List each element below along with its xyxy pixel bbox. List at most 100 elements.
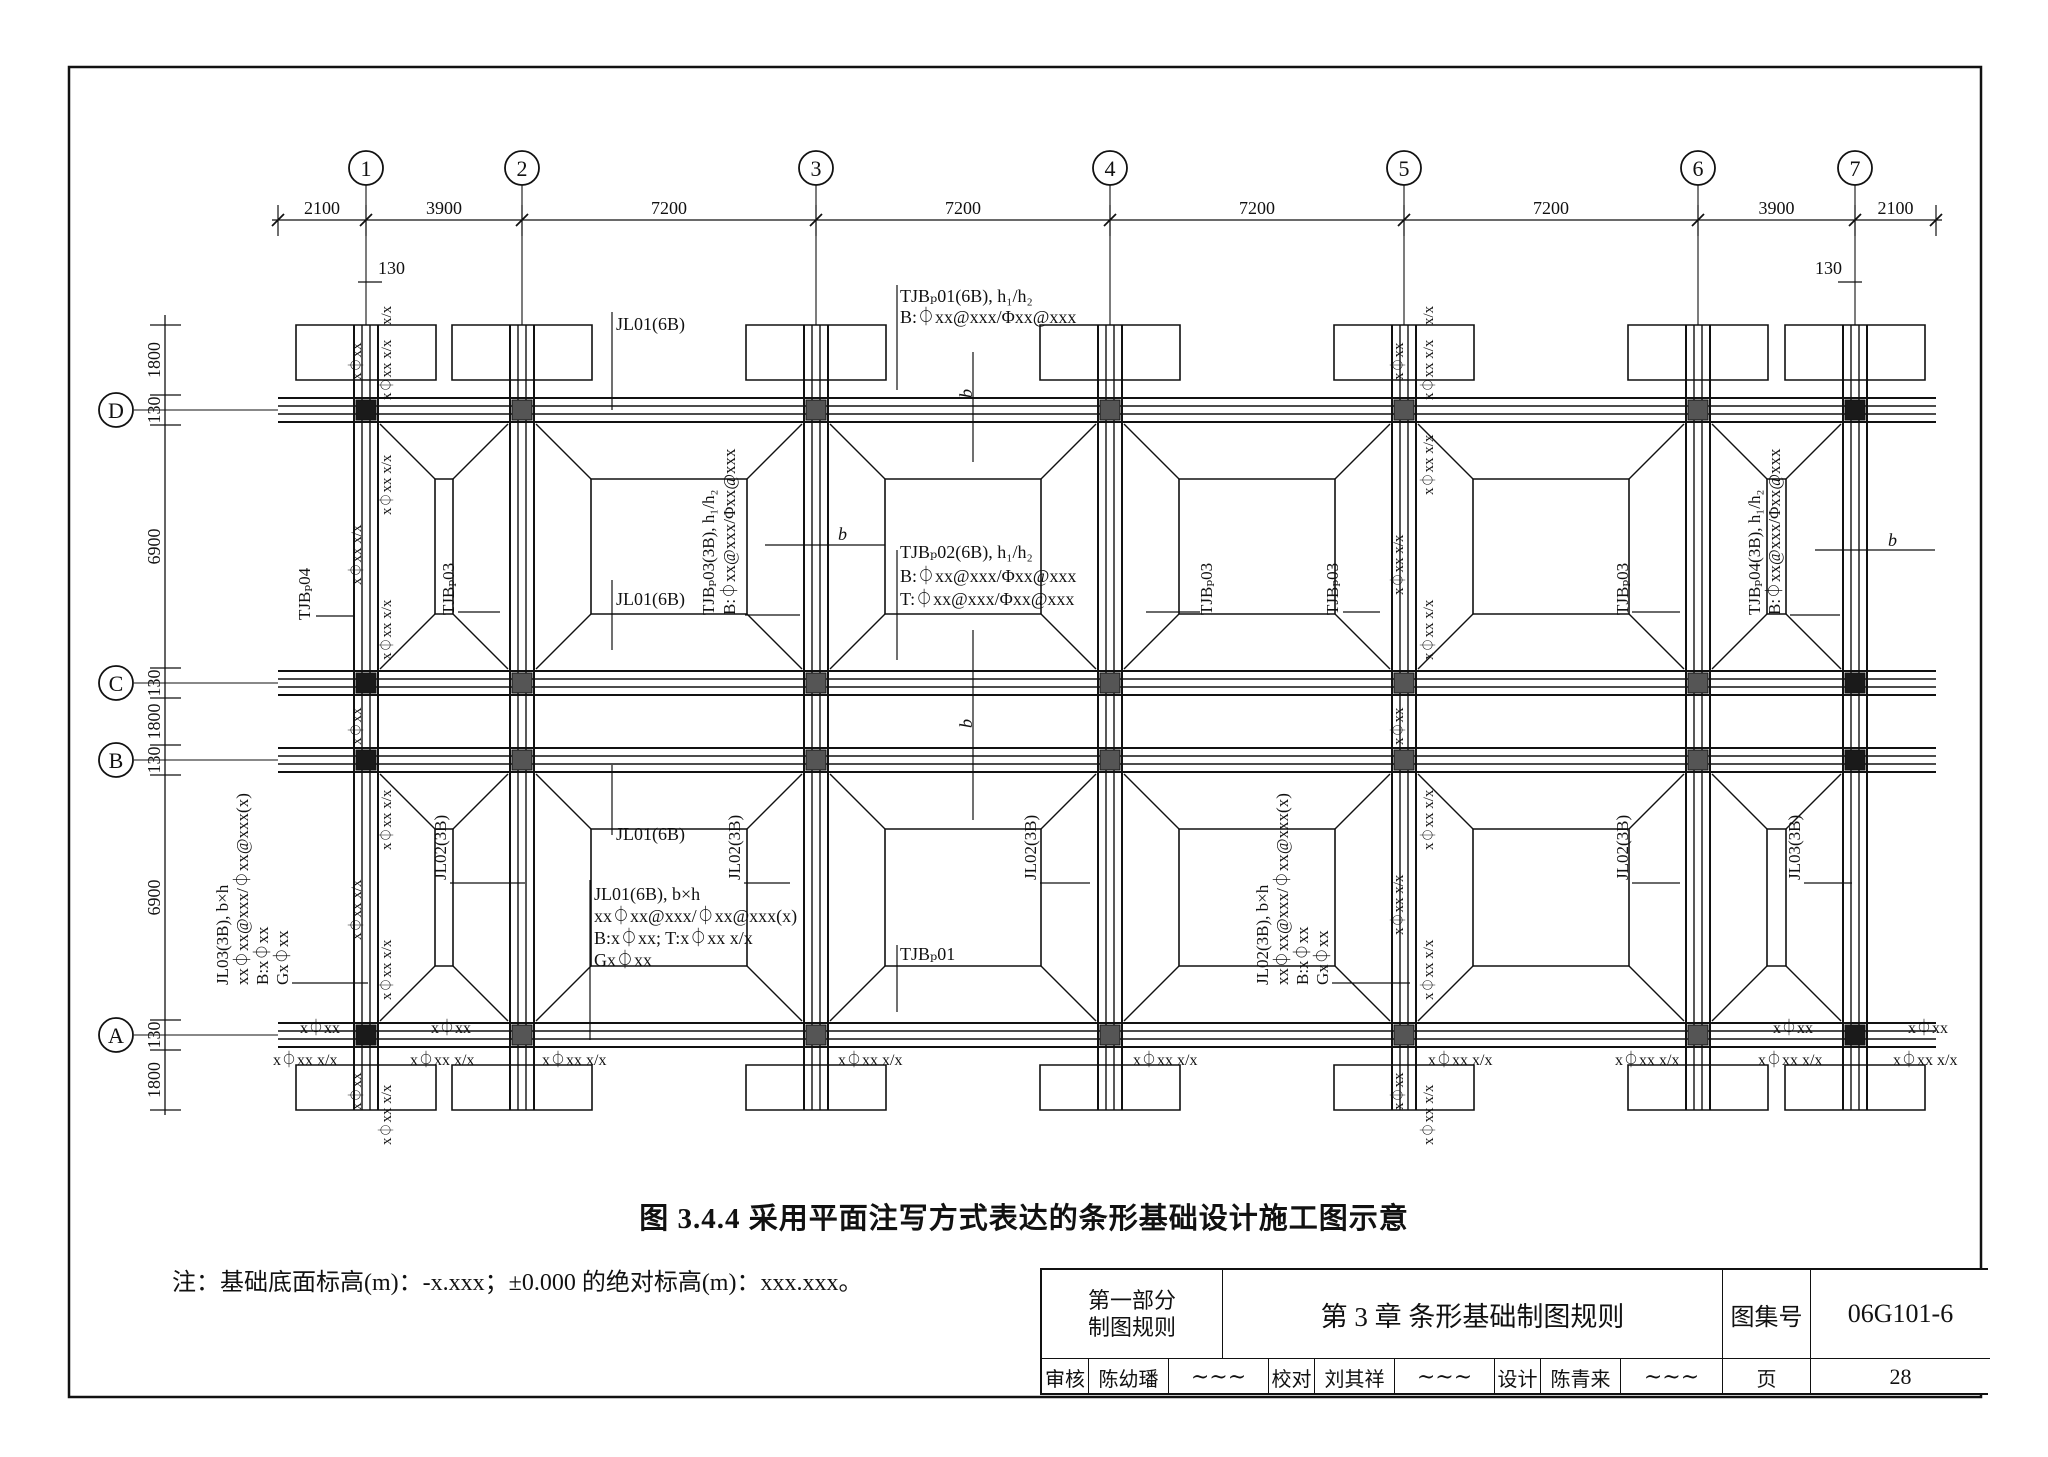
haunch-line-1-1-0 [535,773,592,830]
slab-panel-5-1 [1766,828,1787,967]
tjbp02-label: TJBₚ02(6B), h₁/h₂ [900,542,1033,563]
haunch-line-3-1-2 [1123,965,1180,1022]
tjbp04-v-label: TJBₚ04(3B), h₁/h₂ [1745,490,1764,615]
axis-label-col-4: 4 [1105,156,1116,181]
tjbp03-label-4: TJBₚ03 [1613,563,1632,615]
part-cell: 第一部分 制图规则 [1042,1270,1222,1358]
haunch-line-0-0-1 [452,423,509,480]
rein-v18: x⏀xx x/x [1419,789,1437,850]
jl01-spec-3: B:x⏀xx; T:x⏀xx x/x [594,927,753,948]
haunch-line-5-1-0 [1711,773,1768,830]
dim-value-top-3: 7200 [945,198,981,218]
title-block: 第一部分 制图规则 第 3 章 条形基础制图规则 图集号 06G101-6 审核… [1040,1268,1990,1395]
rein-a3: x⏀xx [1773,1018,1813,1037]
dim-value-left-8: 1800 [144,1062,164,1098]
axis-bubble-col-7 [1837,150,1873,186]
column-6-2 [1844,749,1866,771]
stub-top-0 [295,324,437,381]
b-marker-1: b [956,389,976,398]
haunch-line-2-0-3 [1040,613,1097,670]
rein-v5: x⏀xx x/x [377,599,395,660]
rein-a1: x⏀xx [300,1018,340,1037]
haunch-line-3-1-3 [1334,965,1391,1022]
jl02-spec-4: Gx⏀xx [1312,930,1332,985]
column-1-0 [511,399,533,421]
jl02-spec-3: B:x⏀xx [1292,926,1312,985]
column-2-3 [805,1024,827,1046]
haunch-line-1-1-1 [746,773,803,830]
column-5-2 [1687,749,1709,771]
haunch-line-5-1-2 [1711,965,1768,1022]
drawing-border [67,65,1983,1399]
column-2-2 [805,749,827,771]
dim-slash-top-8 [1929,213,1943,227]
haunch-line-2-0-1 [1040,423,1097,480]
rein-v23: x/x [379,305,395,325]
column-0-3 [355,1024,377,1046]
haunch-line-4-0-2 [1417,613,1474,670]
jl02-label-4: JL02(3B) [1613,815,1632,880]
axis-label-row-C: C [109,671,124,696]
width-markers: b b b b [765,352,1935,820]
haunch-line-3-0-3 [1334,613,1391,670]
rein-v1: x⏀xx [347,342,365,380]
stub-top-5 [1627,324,1769,381]
rein-a5: x⏀xx x/x [273,1050,337,1069]
haunch-line-4-1-0 [1417,773,1474,830]
haunch-line-4-0-1 [1628,423,1685,480]
haunch-line-2-1-3 [1040,965,1097,1022]
column-0-2 [355,749,377,771]
tjbp02-top: T:⏀xx@xxx/Φxx@xxx [900,588,1074,609]
haunch-line-1-0-0 [535,423,592,480]
dim-value-top-5: 7200 [1533,198,1569,218]
axis-label-col-1: 1 [361,156,372,181]
haunch-line-2-1-2 [829,965,886,1022]
dim-value-top-1: 3900 [426,198,462,218]
jl02-label-2: JL02(3B) [725,815,744,880]
haunch-line-1-0-2 [535,613,592,670]
column-4-0 [1393,399,1415,421]
column-5-1 [1687,672,1709,694]
jl03-spec-1: JL03(3B), b×h [213,884,232,985]
haunch-line-2-0-0 [829,423,886,480]
page-label: 页 [1722,1359,1810,1395]
haunch-line-4-0-3 [1628,613,1685,670]
annotation-jl02-spec: JL02(3B), b×h xx⏀xx@xxx/⏀xx@xxx(x) B:x⏀x… [1253,793,1410,985]
haunch-line-0-1-2 [379,965,436,1022]
figure-caption: 图 3.4.4 采用平面注写方式表达的条形基础设计施工图示意 [639,1203,1409,1235]
stub-top-6 [1784,324,1926,381]
stub-top-1 [451,324,593,381]
annotation-tjbp01-top: TJBₚ01(6B), h₁/h₂ B:⏀xx@xxx/Φxx@xxx [896,285,1076,390]
axis-label-row-A: A [108,1023,124,1048]
column-6-0 [1844,399,1866,421]
haunch-line-5-1-1 [1785,773,1842,830]
dim-value-top-4: 7200 [1239,198,1275,218]
axis-label-row-B: B [109,748,124,773]
haunch-line-2-1-1 [1040,773,1097,830]
jl01-label-3: JL01(6B) [616,824,685,845]
column-1-1 [511,672,533,694]
jl01-label-2: JL01(6B) [616,589,685,610]
jl03-spec-3: B:x⏀xx [252,926,272,985]
annotation-jl01: JL01(6B) JL01(6B) JL01(6B) [611,312,685,845]
haunch-line-5-0-3 [1785,613,1842,670]
stub-bottom-6 [1784,1064,1926,1111]
rein-v20: x⏀xx x/x [1419,939,1437,1000]
column-2-0 [805,399,827,421]
annotation-tjbp04-v: TJBₚ04(3B), h₁/h₂ B:⏀xx@xxx/Φxx@xxx [1745,448,1840,616]
slab-panel-4-1 [1472,828,1630,967]
atlas-label: 图集号 [1722,1270,1810,1358]
jl02-spec-2: xx⏀xx@xxx/⏀xx@xxx(x) [1272,793,1292,985]
rein-a11: x⏀xx x/x [1615,1050,1679,1069]
column-3-3 [1099,1024,1121,1046]
axis-label-col-7: 7 [1850,156,1861,181]
stub-bottom-3 [1039,1064,1181,1111]
haunch-line-0-1-1 [452,773,509,830]
slab-panel-4-0 [1472,478,1630,615]
axis-label-row-D: D [108,398,124,423]
column-3-0 [1099,399,1121,421]
tjbp03-v-reinf: B:⏀xx@xxx/Φxx@xxx [719,448,739,615]
dim-value-top-6: 3900 [1759,198,1795,218]
rein-v24: x/x [1421,305,1437,325]
dim-value-top-2: 7200 [651,198,687,218]
